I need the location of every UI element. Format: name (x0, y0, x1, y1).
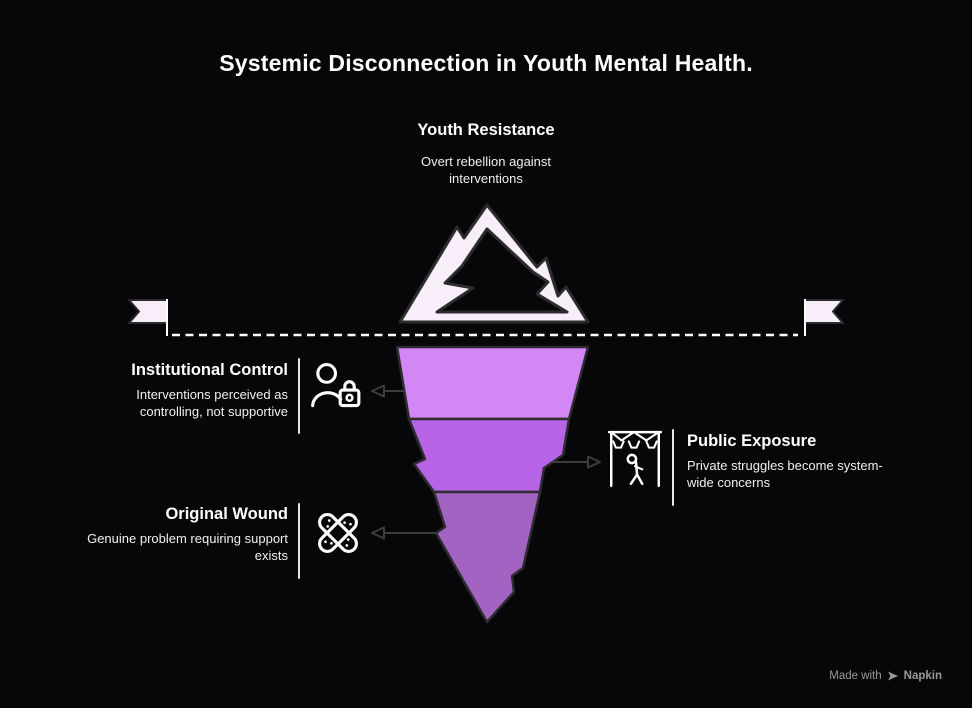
institutional-control-heading: Institutional Control (131, 361, 288, 379)
crossed-bandages-icon (310, 505, 366, 561)
connector-arrow-wound (371, 526, 436, 540)
divider-public (672, 429, 674, 506)
node-original-wound: Original Wound Genuine problem requiring… (0, 505, 288, 564)
node-public-exposure: Public Exposure Private struggles become… (687, 432, 963, 491)
divider-institutional (298, 358, 300, 434)
institutional-control-body: Interventions perceived as controlling, … (136, 387, 288, 419)
public-exposure-heading: Public Exposure (687, 432, 817, 450)
made-with-label: Made with (829, 670, 882, 682)
person-lock-icon (310, 362, 362, 416)
iceberg-band-middle (407, 417, 571, 494)
napkin-logo-icon (887, 671, 898, 681)
page-title: Systemic Disconnection in Youth Mental H… (219, 50, 753, 76)
iceberg-band-top (395, 345, 590, 421)
waterline-flag-left (126, 299, 168, 324)
node-institutional-control: Institutional Control Interventions perc… (0, 361, 288, 420)
connector-arrow-institutional (371, 384, 404, 398)
original-wound-body: Genuine problem requiring support exists (87, 531, 288, 563)
waterline-flag-right (804, 299, 846, 324)
iceberg-band-bottom (432, 490, 542, 624)
public-exposure-body: Private struggles become system- wide co… (687, 458, 883, 490)
made-with-napkin-credit: Made with Napkin (829, 670, 942, 682)
youth-resistance-heading: Youth Resistance (417, 121, 555, 139)
connector-arrow-public (552, 455, 601, 469)
node-youth-resistance: Youth Resistance Overt rebellion against… (0, 121, 972, 187)
napkin-brand-label: Napkin (903, 670, 942, 682)
original-wound-heading: Original Wound (165, 505, 288, 523)
stage-spotlight-icon (608, 428, 662, 490)
mountain-icon (398, 203, 590, 324)
youth-resistance-body: Overt rebellion against interventions (420, 154, 552, 186)
divider-wound (298, 503, 300, 579)
